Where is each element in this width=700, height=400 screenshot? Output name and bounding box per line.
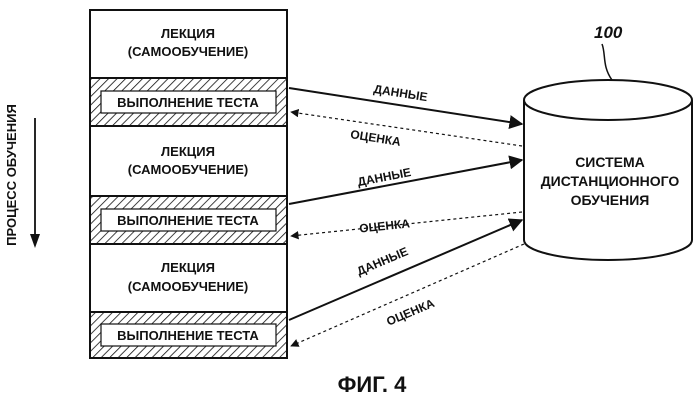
test-label-box (100, 323, 277, 347)
lecture-title: ЛЕКЦИЯ (161, 260, 215, 275)
test-label-box (100, 90, 277, 114)
stage-2: ЛЕКЦИЯ (САМООБУЧЕНИЕ) ВЫПОЛНЕНИЕ ТЕСТА (89, 125, 288, 245)
evaluation-arrow (290, 243, 525, 347)
data-label: ДАННЫЕ (373, 82, 429, 104)
test-label: ВЫПОЛНЕНИЕ ТЕСТА (117, 328, 259, 343)
test-label: ВЫПОЛНЕНИЕ ТЕСТА (117, 95, 259, 110)
stage-1: ЛЕКЦИЯ (САМООБУЧЕНИЕ) ВЫПОЛНЕНИЕ ТЕСТА (89, 9, 288, 127)
lecture-block (89, 125, 288, 197)
evaluation-arrow (290, 211, 523, 240)
evaluation-arrow (290, 108, 523, 147)
exchange-2: ДАННЫЕ ОЦЕНКА (288, 155, 524, 240)
data-arrow (288, 87, 524, 129)
side-label: ПРОЦЕСС ОБУЧЕНИЯ (4, 104, 19, 246)
process-arrow-head (30, 234, 40, 248)
remote-learning-system: СИСТЕМА ДИСТАНЦИОННОГО ОБУЧЕНИЯ 100 (523, 23, 693, 261)
data-arrow (288, 155, 524, 205)
system-line-2: ДИСТАНЦИОННОГО (541, 173, 680, 189)
exchange-1: ДАННЫЕ ОЦЕНКА (288, 82, 524, 149)
system-reference-number: 100 (594, 23, 623, 42)
cylinder-top (523, 79, 693, 121)
stage-3: ЛЕКЦИЯ (САМООБУЧЕНИЕ) ВЫПОЛНЕНИЕ ТЕСТА (89, 243, 288, 359)
test-label: ВЫПОЛНЕНИЕ ТЕСТА (117, 213, 259, 228)
lecture-subtitle: (САМООБУЧЕНИЕ) (128, 44, 248, 59)
evaluation-label: ОЦЕНКА (359, 216, 411, 235)
data-label: ДАННЫЕ (355, 244, 410, 278)
exchange-3: ДАННЫЕ ОЦЕНКА (288, 218, 525, 347)
lecture-block (89, 243, 288, 313)
lecture-subtitle: (САМООБУЧЕНИЕ) (128, 279, 248, 294)
evaluation-label: ОЦЕНКА (349, 127, 402, 149)
system-line-3: ОБУЧЕНИЯ (571, 192, 650, 208)
lecture-title: ЛЕКЦИЯ (161, 144, 215, 159)
lecture-subtitle: (САМООБУЧЕНИЕ) (128, 162, 248, 177)
cylinder-body (523, 100, 693, 261)
lecture-title: ЛЕКЦИЯ (161, 26, 215, 41)
test-label-box (100, 208, 277, 232)
data-arrow (288, 218, 524, 321)
system-line-1: СИСТЕМА (575, 154, 645, 170)
evaluation-label: ОЦЕНКА (384, 296, 437, 329)
reference-leader-line (601, 43, 613, 81)
lecture-block (89, 9, 288, 79)
learning-process-axis: ПРОЦЕСС ОБУЧЕНИЯ (4, 104, 40, 248)
figure-caption: ФИГ. 4 (338, 372, 408, 397)
